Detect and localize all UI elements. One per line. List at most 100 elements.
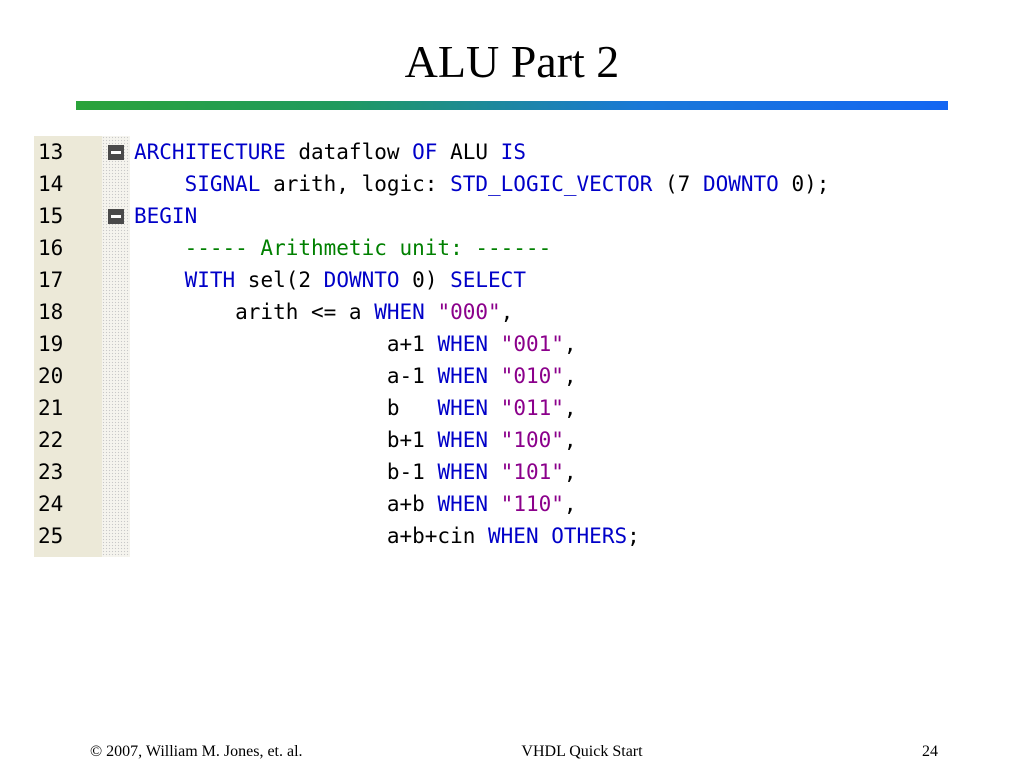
slide-number: 24	[922, 743, 938, 760]
code-token: ,	[563, 364, 577, 388]
footer-course-title: VHDL Quick Start	[521, 743, 643, 760]
keyword-token: WHEN	[437, 428, 489, 452]
code-token: ,	[563, 428, 577, 452]
keyword-token: STD_LOGIC_VECTOR	[450, 172, 653, 196]
line-number: 19	[38, 332, 64, 356]
code-text: a+b WHEN "110",	[134, 488, 577, 520]
code-token: b+1	[134, 428, 438, 452]
line-number: 16	[38, 236, 64, 260]
code-line: 21 b WHEN "011",	[34, 392, 1024, 424]
code-token: a+b	[134, 492, 438, 516]
code-line: 22 b+1 WHEN "100",	[34, 424, 1024, 456]
line-number: 17	[38, 268, 64, 292]
code-text: a+b+cin WHEN OTHERS;	[134, 520, 640, 552]
string-token: "010"	[500, 364, 564, 388]
keyword-token: SELECT	[450, 268, 526, 292]
code-line: 17 WITH sel(2 DOWNTO 0) SELECT	[34, 264, 1024, 296]
keyword-token: OF	[412, 140, 438, 164]
string-token: "000"	[437, 300, 501, 324]
keyword-token: WHEN	[437, 396, 489, 420]
code-token	[488, 396, 501, 420]
code-token: ,	[500, 300, 514, 324]
code-line: 18 arith <= a WHEN "000",	[34, 296, 1024, 328]
keyword-token: BEGIN	[134, 204, 198, 228]
code-token: 0);	[778, 172, 830, 196]
code-text: arith <= a WHEN "000",	[134, 296, 513, 328]
comment-token: ----- Arithmetic unit: ------	[134, 236, 552, 260]
code-token	[134, 268, 185, 292]
line-number: 13	[38, 140, 64, 164]
code-token	[134, 172, 185, 196]
code-token: a+1	[134, 332, 438, 356]
code-line: 24 a+b WHEN "110",	[34, 488, 1024, 520]
keyword-token: ARCHITECTURE	[134, 140, 286, 164]
collapse-icon[interactable]	[108, 145, 124, 160]
keyword-token: WHEN	[488, 524, 539, 548]
string-token: "100"	[500, 428, 564, 452]
code-text: SIGNAL arith, logic: STD_LOGIC_VECTOR (7…	[134, 168, 830, 200]
keyword-token: WHEN	[437, 460, 489, 484]
keyword-token: WHEN	[437, 332, 489, 356]
code-token: arith, logic:	[260, 172, 451, 196]
line-number: 23	[38, 460, 64, 484]
line-number: 25	[38, 524, 64, 548]
code-text: b WHEN "011",	[134, 392, 577, 424]
code-token	[488, 428, 501, 452]
code-token: 0)	[399, 268, 451, 292]
keyword-token: WITH	[184, 268, 236, 292]
code-token	[488, 492, 501, 516]
code-token: a+b+cin	[134, 524, 489, 548]
line-number: 22	[38, 428, 64, 452]
keyword-token: IS	[500, 140, 526, 164]
code-token: sel(2	[235, 268, 324, 292]
code-text: ----- Arithmetic unit: ------	[134, 232, 552, 264]
footer-copyright: © 2007, William M. Jones, et. al.	[90, 743, 303, 760]
line-number: 21	[38, 396, 64, 420]
line-number-gutter	[34, 136, 102, 557]
code-text: a-1 WHEN "010",	[134, 360, 577, 392]
code-token: dataflow	[285, 140, 413, 164]
code-token: ,	[563, 332, 577, 356]
code-token	[425, 300, 438, 324]
keyword-token: WHEN	[437, 492, 489, 516]
code-text: b+1 WHEN "100",	[134, 424, 577, 456]
code-token	[488, 460, 501, 484]
code-token: ,	[563, 396, 577, 420]
string-token: "110"	[500, 492, 564, 516]
code-line: 13 ARCHITECTURE dataflow OF ALU IS	[34, 136, 1024, 168]
slide-title: ALU Part 2	[404, 36, 620, 87]
code-token: ,	[563, 492, 577, 516]
keyword-token: WHEN	[374, 300, 425, 324]
code-token: ,	[563, 460, 577, 484]
line-number: 14	[38, 172, 64, 196]
code-token: b-1	[134, 460, 438, 484]
code-token	[539, 524, 552, 548]
code-line: 19 a+1 WHEN "001",	[34, 328, 1024, 360]
code-token	[488, 332, 501, 356]
keyword-token: OTHERS	[551, 524, 628, 548]
string-token: "101"	[500, 460, 564, 484]
code-text: ARCHITECTURE dataflow OF ALU IS	[134, 136, 526, 168]
line-number: 24	[38, 492, 64, 516]
code-line: 25 a+b+cin WHEN OTHERS;	[34, 520, 1024, 552]
line-number: 20	[38, 364, 64, 388]
code-token: arith <= a	[134, 300, 375, 324]
code-text: BEGIN	[134, 200, 197, 232]
code-line: 14 SIGNAL arith, logic: STD_LOGIC_VECTOR…	[34, 168, 1024, 200]
string-token: "011"	[500, 396, 564, 420]
collapse-icon[interactable]	[108, 209, 124, 224]
code-token	[488, 364, 501, 388]
code-token: (7	[652, 172, 703, 196]
code-token: b	[134, 396, 438, 420]
keyword-token: DOWNTO	[702, 172, 779, 196]
code-token: ;	[627, 524, 640, 548]
code-line: 20 a-1 WHEN "010",	[34, 360, 1024, 392]
keyword-token: WHEN	[437, 364, 489, 388]
line-number: 18	[38, 300, 64, 324]
code-line: 16 ----- Arithmetic unit: ------	[34, 232, 1024, 264]
code-text: a+1 WHEN "001",	[134, 328, 577, 360]
code-line: 23 b-1 WHEN "101",	[34, 456, 1024, 488]
code-token: ALU	[437, 140, 501, 164]
